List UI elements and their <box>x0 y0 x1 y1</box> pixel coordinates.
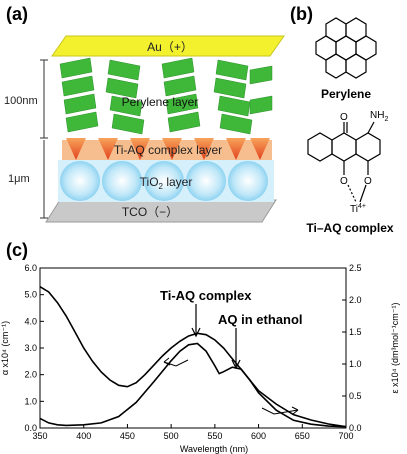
y-left-tick-label-4: 4.0 <box>24 316 37 326</box>
x-tick-label-1: 400 <box>76 431 91 441</box>
x-axis-label: Wavelength (nm) <box>180 444 248 454</box>
y-left-tick-label-6: 6.0 <box>24 263 37 273</box>
x-tick-label-0: 350 <box>32 431 47 441</box>
perylene-structure <box>315 17 377 79</box>
panel-b-label: (b) <box>290 4 313 24</box>
right-axis-arrow <box>261 407 299 415</box>
au-layer <box>51 35 285 57</box>
y-axis-right-label: ε x10⁴ (dm³mol⁻¹cm⁻¹) <box>390 303 400 394</box>
y-right-tick-label-5: 2.5 <box>349 263 362 273</box>
left-axis-arrowhead <box>163 357 171 366</box>
y-left-tick-label-2: 2.0 <box>24 370 37 380</box>
panel-a-label: (a) <box>6 4 28 24</box>
complex-pointer-head <box>191 327 201 338</box>
tio2-particles <box>60 161 268 201</box>
panel-c-label: (c) <box>6 240 28 260</box>
complex-label: Ti-AQ complex layer <box>114 143 222 157</box>
perylene-label: Perylene layer <box>122 95 199 109</box>
y-left-tick-label-5: 5.0 <box>24 290 37 300</box>
complex-name: Ti–AQ complex <box>306 221 393 235</box>
complex-triangles <box>66 138 270 160</box>
series-line-0 <box>39 286 347 428</box>
tio2-label: TiO2 layer <box>140 175 193 191</box>
thickness-bottom-label: 1μm <box>8 173 30 185</box>
oxygen-left: O <box>340 176 348 187</box>
series-line-1 <box>39 342 347 428</box>
x-tick-label-4: 550 <box>207 431 222 441</box>
series-label-complex: Ti-AQ complex <box>160 288 252 303</box>
series-label-aq: AQ in ethanol <box>218 312 303 327</box>
left-axis-arrow <box>163 359 189 367</box>
y-left-tick-label-1: 1.0 <box>24 396 37 406</box>
x-tick-label-5: 600 <box>251 431 266 441</box>
x-tick-label-7: 700 <box>338 431 353 441</box>
thickness-top-label: 100nm <box>4 95 38 107</box>
device-schematic: TCO（−） TiO2 layer Ti-AQ complex layer <box>4 35 285 223</box>
y-left-tick-label-3: 3.0 <box>24 343 37 353</box>
x-tick-label-6: 650 <box>295 431 310 441</box>
y-right-tick-label-1: 0.5 <box>349 391 362 401</box>
x-tick-label-3: 500 <box>164 431 179 441</box>
right-axis-arrowhead <box>291 406 299 415</box>
tco-label: TCO（−） <box>122 205 178 219</box>
y-right-tick-label-0: 0.0 <box>349 423 362 433</box>
amine-label: NH2 <box>370 110 388 123</box>
y-right-tick-label-3: 1.5 <box>349 327 362 337</box>
y-right-tick-label-2: 1.0 <box>349 359 362 369</box>
aq-pointer-head <box>231 359 241 370</box>
perylene-stacks <box>59 57 273 135</box>
y-axis-left-label: α x10⁴ (cm⁻¹) <box>0 321 10 375</box>
y-left-tick-label-0: 0.0 <box>24 423 37 433</box>
titanium-label: Ti4+ <box>350 203 366 215</box>
ti-aq-structure <box>307 121 381 203</box>
molecular-structures: Perylene O NH2 O O Ti4+ Ti–AQ complex <box>306 17 394 235</box>
perylene-name: Perylene <box>321 87 371 101</box>
oxygen-right: O <box>364 176 372 187</box>
y-right-tick-label-4: 2.0 <box>349 295 362 305</box>
au-label: Au（+） <box>147 40 193 54</box>
x-tick-label-2: 450 <box>120 431 135 441</box>
carbonyl-oxygen: O <box>340 112 348 123</box>
